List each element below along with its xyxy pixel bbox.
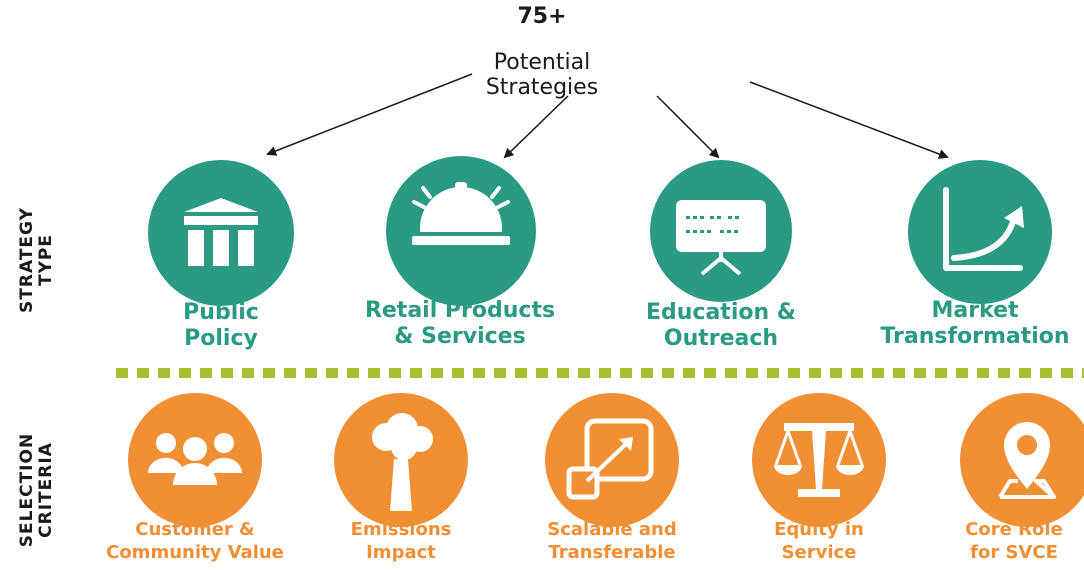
scalable-transferable-label: Scalable and Transferable xyxy=(522,518,702,564)
label-line: Customer & xyxy=(135,519,255,540)
service-bell-icon xyxy=(412,182,510,245)
education-outreach-label: Education & Outreach xyxy=(616,300,826,353)
customer-community-circle xyxy=(128,393,262,527)
smokestack-icon xyxy=(372,413,433,511)
core-role-label: Core Role for SVCE xyxy=(944,518,1084,564)
education-outreach-circle xyxy=(650,160,792,302)
core-role-circle xyxy=(960,393,1084,527)
section-divider xyxy=(116,368,1084,378)
arrow-to-retail-products xyxy=(503,95,569,159)
strategy-count: 75+ xyxy=(517,4,567,29)
government-building-icon xyxy=(184,198,258,266)
label-line: Service xyxy=(781,542,857,564)
balance-scale-icon xyxy=(774,423,864,497)
label-line: Community Value xyxy=(106,542,284,564)
label-line: Transferable xyxy=(548,542,676,564)
strategy-type-side-label: STRATEGY TYPE xyxy=(17,180,58,340)
retail-products-circle xyxy=(386,156,536,306)
selection-criteria-side-label: SELECTION CRITERIA xyxy=(17,410,58,570)
side-label-line: CRITERIA xyxy=(36,442,56,538)
label-line: Core Role xyxy=(965,519,1063,540)
label-line: Equity in xyxy=(774,519,864,540)
label-line: Transformation xyxy=(880,324,1070,350)
label-line: Public xyxy=(183,300,259,325)
label-line: & Services xyxy=(394,324,526,350)
public-policy-circle xyxy=(148,160,294,306)
scalable-transferable-circle xyxy=(545,393,679,527)
map-pin-icon xyxy=(998,422,1056,499)
equity-service-label: Equity in Service xyxy=(739,518,899,564)
label-line: Policy xyxy=(184,326,258,352)
side-label-line: TYPE xyxy=(36,234,56,286)
arrow-to-market-transformation xyxy=(749,81,949,159)
label-line: Scalable and xyxy=(547,519,677,540)
arrow-to-education xyxy=(656,95,720,159)
equity-service-circle xyxy=(752,393,886,527)
customer-community-label: Customer & Community Value xyxy=(100,518,290,564)
emissions-impact-circle xyxy=(334,393,468,527)
side-label-line: SELECTION xyxy=(17,432,37,548)
side-label-line: STRATEGY xyxy=(17,207,37,313)
label-line: Education & xyxy=(645,300,796,325)
public-policy-label: Public Policy xyxy=(136,300,306,353)
market-transformation-circle xyxy=(908,160,1052,304)
presentation-board-icon xyxy=(676,200,766,276)
label-line: Retail Products xyxy=(364,298,556,323)
label-line: Market xyxy=(931,298,1019,323)
expand-arrow-icon xyxy=(566,418,654,500)
arrow-to-public-policy xyxy=(266,73,473,156)
label-line: Emissions xyxy=(350,519,452,540)
retail-products-label: Retail Products & Services xyxy=(340,298,580,351)
people-group-icon xyxy=(148,433,242,485)
emissions-impact-label: Emissions Impact xyxy=(316,518,486,564)
label-line: Outreach xyxy=(663,326,779,352)
label-line: for SVCE xyxy=(970,542,1058,564)
growth-chart-icon xyxy=(943,187,1024,271)
potential-strategies-label: Potential Strategies xyxy=(485,50,599,100)
market-transformation-label: Market Transformation xyxy=(866,298,1084,351)
label-line: Impact xyxy=(366,542,436,564)
